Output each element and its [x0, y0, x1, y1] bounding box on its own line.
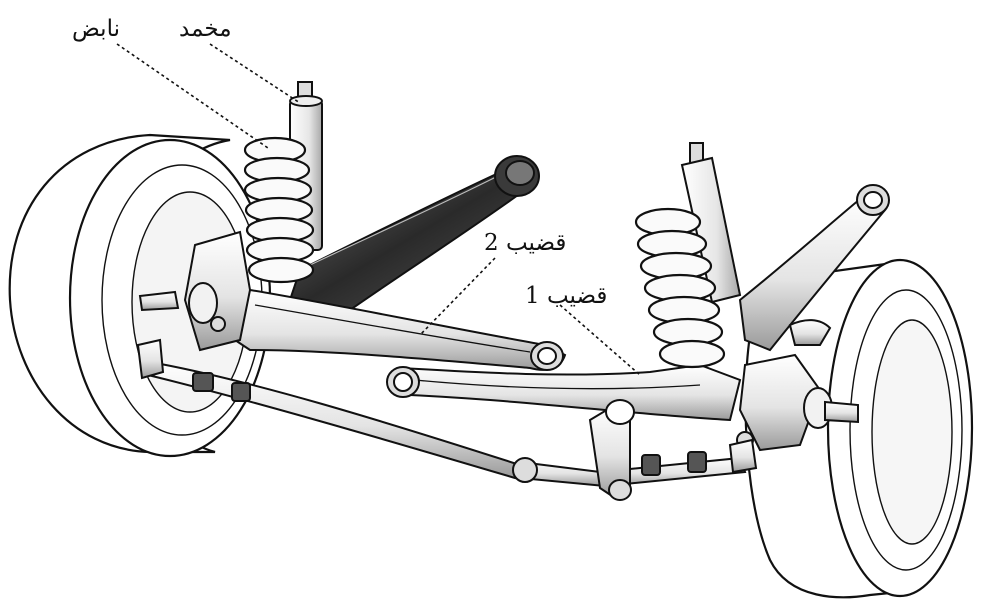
rod-1-arm: [386, 363, 742, 422]
right-upper-arm: [738, 184, 890, 352]
leader-rod1: [559, 304, 641, 376]
leader-rod2: [419, 257, 496, 336]
leader-damper: [209, 43, 301, 104]
right-shock-absorber: [680, 142, 742, 304]
right-coil-spring: [634, 207, 726, 369]
left-coil-spring: [243, 136, 315, 284]
leader-lines: [116, 43, 641, 376]
right-wheel: [744, 258, 974, 599]
left-knuckle: [138, 230, 252, 352]
label-damper: مخمد: [179, 16, 232, 42]
label-spring: نابض: [72, 16, 120, 42]
rod-2-arm: [228, 288, 567, 371]
steering-linkage: [136, 338, 758, 501]
leader-spring: [116, 43, 269, 149]
dark-control-arm: [288, 155, 540, 312]
right-knuckle: [736, 319, 859, 452]
label-rod-2: قضيب 2: [484, 230, 567, 256]
label-rod-1: قضيب 1: [525, 283, 608, 309]
